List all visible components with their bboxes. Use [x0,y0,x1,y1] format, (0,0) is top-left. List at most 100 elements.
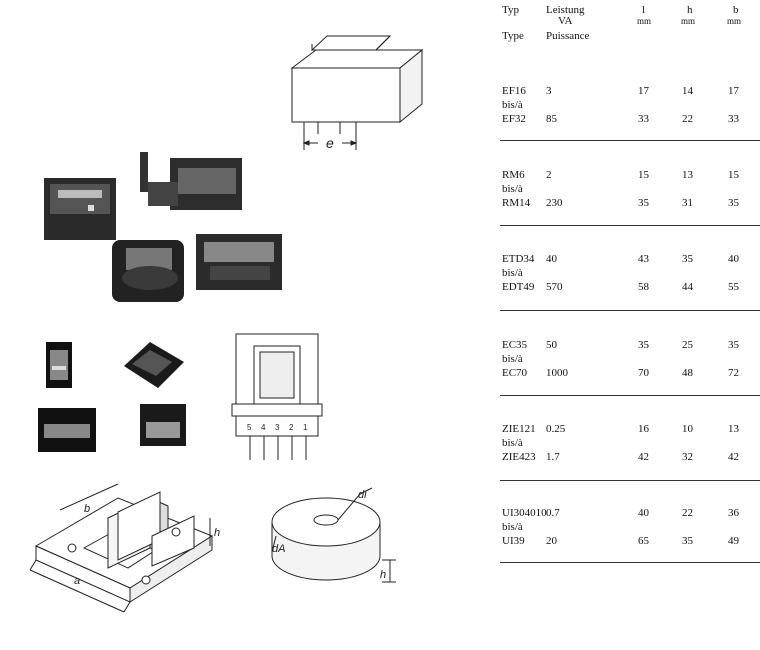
transformer-photos [44,152,282,302]
row-l-min: 40 [638,507,649,519]
row-divider [500,395,760,396]
row-l-min: 17 [638,85,649,97]
header-h: h [687,4,693,16]
row-b-min: 15 [728,169,739,181]
row-separator: bis/à [502,99,523,111]
row-separator: bis/à [502,267,523,279]
row-h-min: 13 [682,169,693,181]
header-l-unit: mm [637,16,652,26]
row-h-min: 14 [682,85,693,97]
row-h-min: 35 [682,253,693,265]
row-b-max: 42 [728,451,739,463]
row-power-min: 50 [546,339,557,351]
row-power-max: 570 [546,281,563,293]
row-divider [500,480,760,481]
header-va: VA [558,15,573,27]
row-divider [500,310,760,311]
row-l-max: 42 [638,451,649,463]
row-h-min: 25 [682,339,693,351]
row-power-min: 0.25 [546,423,566,435]
row-b-max: 72 [728,367,739,379]
row-power-max: 20 [546,535,557,547]
row-type-end: EF32 [502,113,526,125]
toroid-label-di: di [358,489,367,501]
row-power-min: 0.7 [546,507,560,519]
row-type-start: ZIE121 [502,423,536,435]
row-type-start: EC35 [502,339,528,351]
row-power-max: 1000 [546,367,568,379]
pin-label-1: 1 [303,423,308,432]
header-b: b [733,4,739,16]
row-l-max: 70 [638,367,649,379]
row-h-max: 22 [682,113,693,125]
row-l-max: 58 [638,281,649,293]
row-h-max: 31 [682,197,693,209]
row-type-end: UI39 [502,535,525,547]
header-leistung: Leistung [546,4,585,16]
header-type: Type [502,30,524,42]
row-power-max: 230 [546,197,563,209]
row-type-end: RM14 [502,197,531,209]
pin-label-3: 3 [275,423,280,432]
row-b-min: 17 [728,85,739,97]
toroid-label-da: dA [272,543,285,555]
row-separator: bis/à [502,521,523,533]
product-illustrations: e [29,35,424,613]
row-l-min: 35 [638,339,649,351]
coil-former-drawing [231,333,323,460]
pin-label-2: 2 [289,423,294,432]
row-power-max: 85 [546,113,557,125]
toroid-drawing [271,487,396,583]
row-l-min: 16 [638,423,649,435]
header-typ: Typ [502,4,519,16]
pin-label-5: 5 [247,423,252,432]
ui-label-b: b [84,503,90,515]
row-l-max: 33 [638,113,649,125]
row-b-max: 55 [728,281,739,293]
row-separator: bis/à [502,437,523,449]
row-divider [500,225,760,226]
row-b-max: 49 [728,535,739,547]
row-h-max: 44 [682,281,693,293]
row-type-end: ZIE423 [502,451,536,463]
pin-label-4: 4 [261,423,266,432]
ui-label-a: a [74,575,80,587]
row-l-min: 43 [638,253,649,265]
pin-number-labels: 5 4 3 2 1 [247,423,308,432]
row-h-max: 35 [682,535,693,547]
row-separator: bis/à [502,353,523,365]
row-power-max: 1.7 [546,451,560,463]
row-type-start: RM6 [502,169,525,181]
row-type-start: ETD34 [502,253,535,265]
header-puissance: Puissance [546,30,590,42]
row-separator: bis/à [502,183,523,195]
illustrations-canvas: e [29,35,424,613]
row-power-min: 3 [546,85,552,97]
row-h-min: 10 [682,423,693,435]
row-b-max: 35 [728,197,739,209]
row-power-min: 40 [546,253,557,265]
row-type-start: UI304010 [502,507,547,519]
row-h-max: 48 [682,367,693,379]
row-h-max: 32 [682,451,693,463]
row-l-max: 65 [638,535,649,547]
ef-dim-label: e [326,135,334,151]
row-b-min: 36 [728,507,739,519]
ui-label-h: h [214,527,220,539]
row-type-end: EDT49 [502,281,535,293]
row-b-min: 35 [728,339,739,351]
row-power-min: 2 [546,169,552,181]
row-b-min: 13 [728,423,739,435]
row-l-min: 15 [638,169,649,181]
row-divider [500,140,760,141]
row-type-end: EC70 [502,367,528,379]
toroid-label-h: h [380,569,386,581]
header-l: l [642,4,646,16]
row-type-start: EF16 [502,85,526,97]
ui-core-drawing [29,483,214,613]
row-b-max: 33 [728,113,739,125]
row-l-max: 35 [638,197,649,209]
header-h-unit: mm [681,16,696,26]
row-h-min: 22 [682,507,693,519]
smd-transformer-photos [38,342,186,452]
